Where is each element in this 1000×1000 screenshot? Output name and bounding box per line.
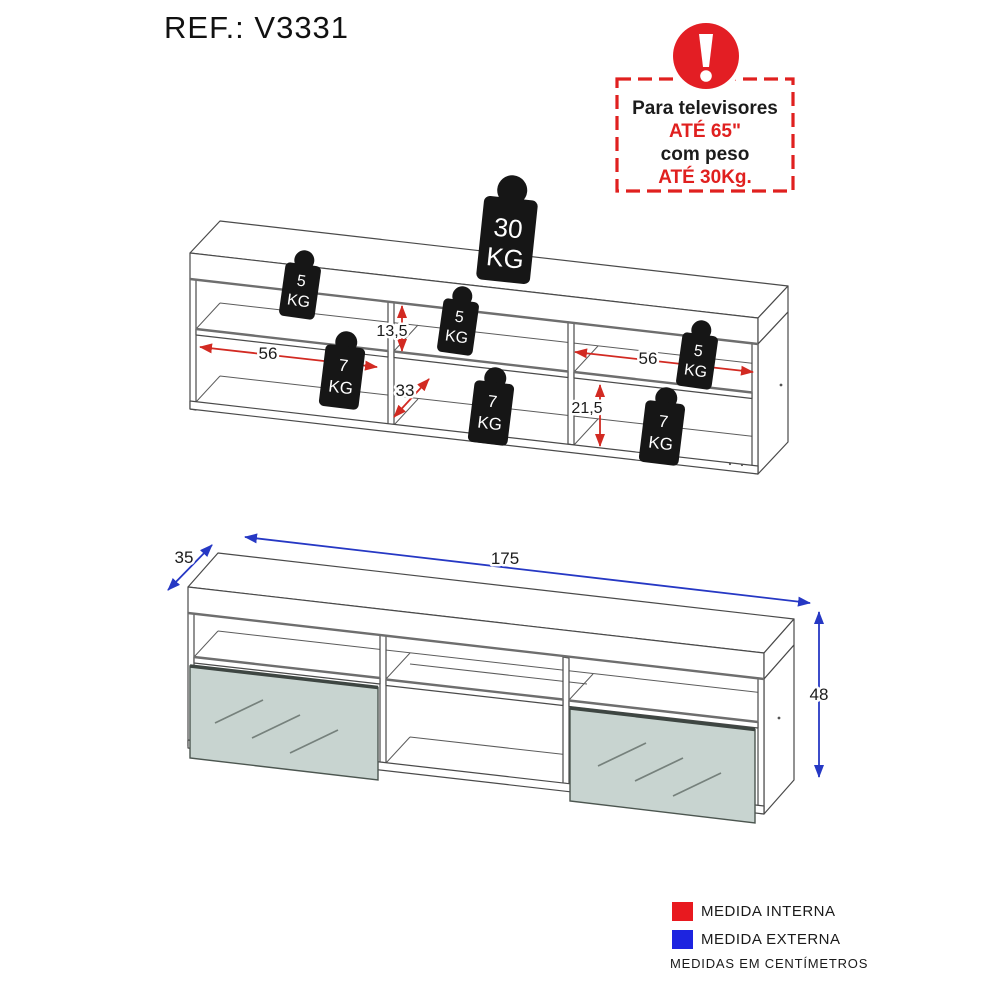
warning-text: Para televisores ATÉ 65" com peso ATÉ 30… [615, 97, 795, 189]
width-arrow [244, 533, 811, 607]
tv-weight-warning-box: Para televisores ATÉ 65" com peso ATÉ 30… [615, 77, 795, 193]
svg-text:KG: KG [683, 361, 708, 381]
weight-5kg-icon: 5 KG [279, 250, 321, 320]
external-dimensions [167, 533, 824, 778]
top-row-height-label: 13,5 [376, 323, 407, 340]
depth-arrow [393, 378, 430, 418]
height-label: 48 [810, 685, 829, 704]
glass-door-left [189, 664, 379, 781]
svg-text:KG: KG [485, 241, 526, 275]
svg-text:7: 7 [658, 412, 670, 432]
depth-arrow [167, 544, 213, 591]
weight-30kg-icon: 30 KG [476, 175, 538, 284]
weight-7kg-icon: 7 KG [638, 387, 686, 466]
warning-line-3: com peso [660, 144, 750, 165]
exclamation-icon [673, 23, 739, 89]
product-reference-title: REF.: V3331 [164, 10, 350, 45]
bottom-row-height-label: 21,5 [571, 400, 602, 417]
internal-measure-label: MEDIDA INTERNA [701, 903, 836, 920]
legend-internal-row: MEDIDA INTERNA [672, 902, 836, 921]
right-width-label: 56 [639, 349, 658, 368]
svg-text:5: 5 [693, 343, 704, 361]
svg-text:KG: KG [476, 412, 503, 434]
weight-5kg-icon: 5 KG [676, 320, 718, 390]
legend-external-row: MEDIDA EXTERNA [672, 930, 841, 949]
right-width-arrow [574, 348, 754, 376]
weight-capacity-diagram: 56 56 13,5 33 21,5 30 KG 5 KG 5 KG 5 KG [189, 175, 789, 475]
internal-measure-swatch [672, 902, 693, 921]
glass-door-right [569, 706, 756, 824]
svg-text:KG: KG [286, 291, 311, 311]
depth-label: 35 [175, 548, 194, 567]
weight-5kg-icon: 5 KG [437, 286, 479, 356]
svg-text:30: 30 [492, 212, 524, 245]
weight-7kg-icon: 7 KG [467, 367, 515, 446]
svg-text:5: 5 [454, 309, 465, 327]
svg-text:KG: KG [327, 376, 354, 398]
svg-text:KG: KG [444, 327, 469, 347]
svg-text:7: 7 [338, 356, 350, 376]
width-label: 175 [491, 549, 519, 568]
external-measure-swatch [672, 930, 693, 949]
svg-text:7: 7 [487, 392, 499, 412]
external-dimensions-diagram: 175 35 48 [167, 533, 831, 824]
external-measure-label: MEDIDA EXTERNA [701, 931, 841, 948]
warning-line-2: ATÉ 65" [668, 121, 741, 142]
svg-text:5: 5 [296, 273, 307, 291]
warning-line-1: Para televisores [632, 98, 778, 119]
depth-label: 33 [396, 381, 415, 400]
warning-line-4: ATÉ 30Kg. [658, 167, 752, 188]
svg-text:KG: KG [647, 432, 674, 454]
weight-7kg-icon: 7 KG [318, 331, 366, 410]
units-note: MEDIDAS EM CENTÍMETROS [670, 956, 869, 971]
left-width-label: 56 [259, 344, 278, 363]
